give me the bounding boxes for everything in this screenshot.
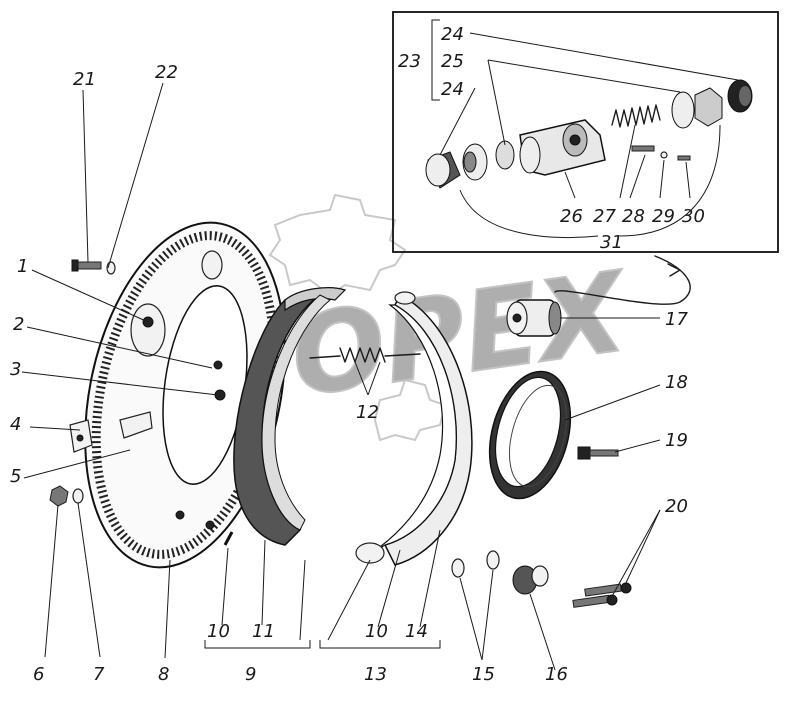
label-18: 18 xyxy=(665,372,688,393)
inset-frame xyxy=(392,11,779,253)
brake-shoe-9 xyxy=(233,287,347,546)
label-14: 14 xyxy=(405,621,428,642)
washer-15a xyxy=(451,558,465,578)
label-24b: 24 xyxy=(441,79,464,100)
label-26: 26 xyxy=(560,206,583,227)
label-12: 12 xyxy=(356,402,379,423)
label-20: 20 xyxy=(665,496,688,517)
bolt-21 xyxy=(71,259,102,272)
label-28: 28 xyxy=(622,206,645,227)
washer-15b xyxy=(486,550,500,570)
eccentric-16 xyxy=(512,565,549,595)
bolts-20 xyxy=(572,582,632,608)
drum-18 xyxy=(488,370,572,500)
label-23: 23 xyxy=(398,51,421,72)
wheel-cylinder-17 xyxy=(506,299,562,337)
leader-lines xyxy=(21,32,739,671)
label-22: 22 xyxy=(155,62,178,83)
label-5: 5 xyxy=(10,466,21,487)
spring-12 xyxy=(309,347,421,363)
pin-10 xyxy=(223,531,234,546)
nut-6 xyxy=(49,485,69,507)
label-16: 16 xyxy=(545,664,568,685)
label-10a: 10 xyxy=(207,621,230,642)
label-15: 15 xyxy=(472,664,495,685)
bolt-19 xyxy=(577,446,619,460)
callout-labels: 1 2 3 4 5 6 7 8 9 10 11 12 13 10 14 15 1… xyxy=(10,24,705,685)
label-8: 8 xyxy=(158,664,169,685)
label-24a: 24 xyxy=(441,24,464,45)
washer-7 xyxy=(72,488,84,504)
label-6: 6 xyxy=(33,664,44,685)
label-17: 17 xyxy=(665,309,688,330)
label-30: 30 xyxy=(682,206,705,227)
label-19: 19 xyxy=(665,430,688,451)
inset-parts xyxy=(425,79,753,189)
label-2: 2 xyxy=(13,314,24,335)
label-25: 25 xyxy=(441,51,464,72)
label-29: 29 xyxy=(652,206,675,227)
brake-shoe-14 xyxy=(355,291,473,566)
label-11: 11 xyxy=(252,621,275,642)
label-9: 9 xyxy=(245,664,256,685)
label-7: 7 xyxy=(93,664,105,685)
label-27: 27 xyxy=(593,206,616,227)
label-10b: 10 xyxy=(365,621,388,642)
label-1: 1 xyxy=(17,256,28,277)
label-4: 4 xyxy=(10,414,21,435)
label-31: 31 xyxy=(600,232,623,253)
label-3: 3 xyxy=(10,359,21,380)
brackets xyxy=(204,19,441,649)
label-21: 21 xyxy=(73,69,96,90)
label-13: 13 xyxy=(364,664,387,685)
inset-pointer xyxy=(554,255,691,305)
